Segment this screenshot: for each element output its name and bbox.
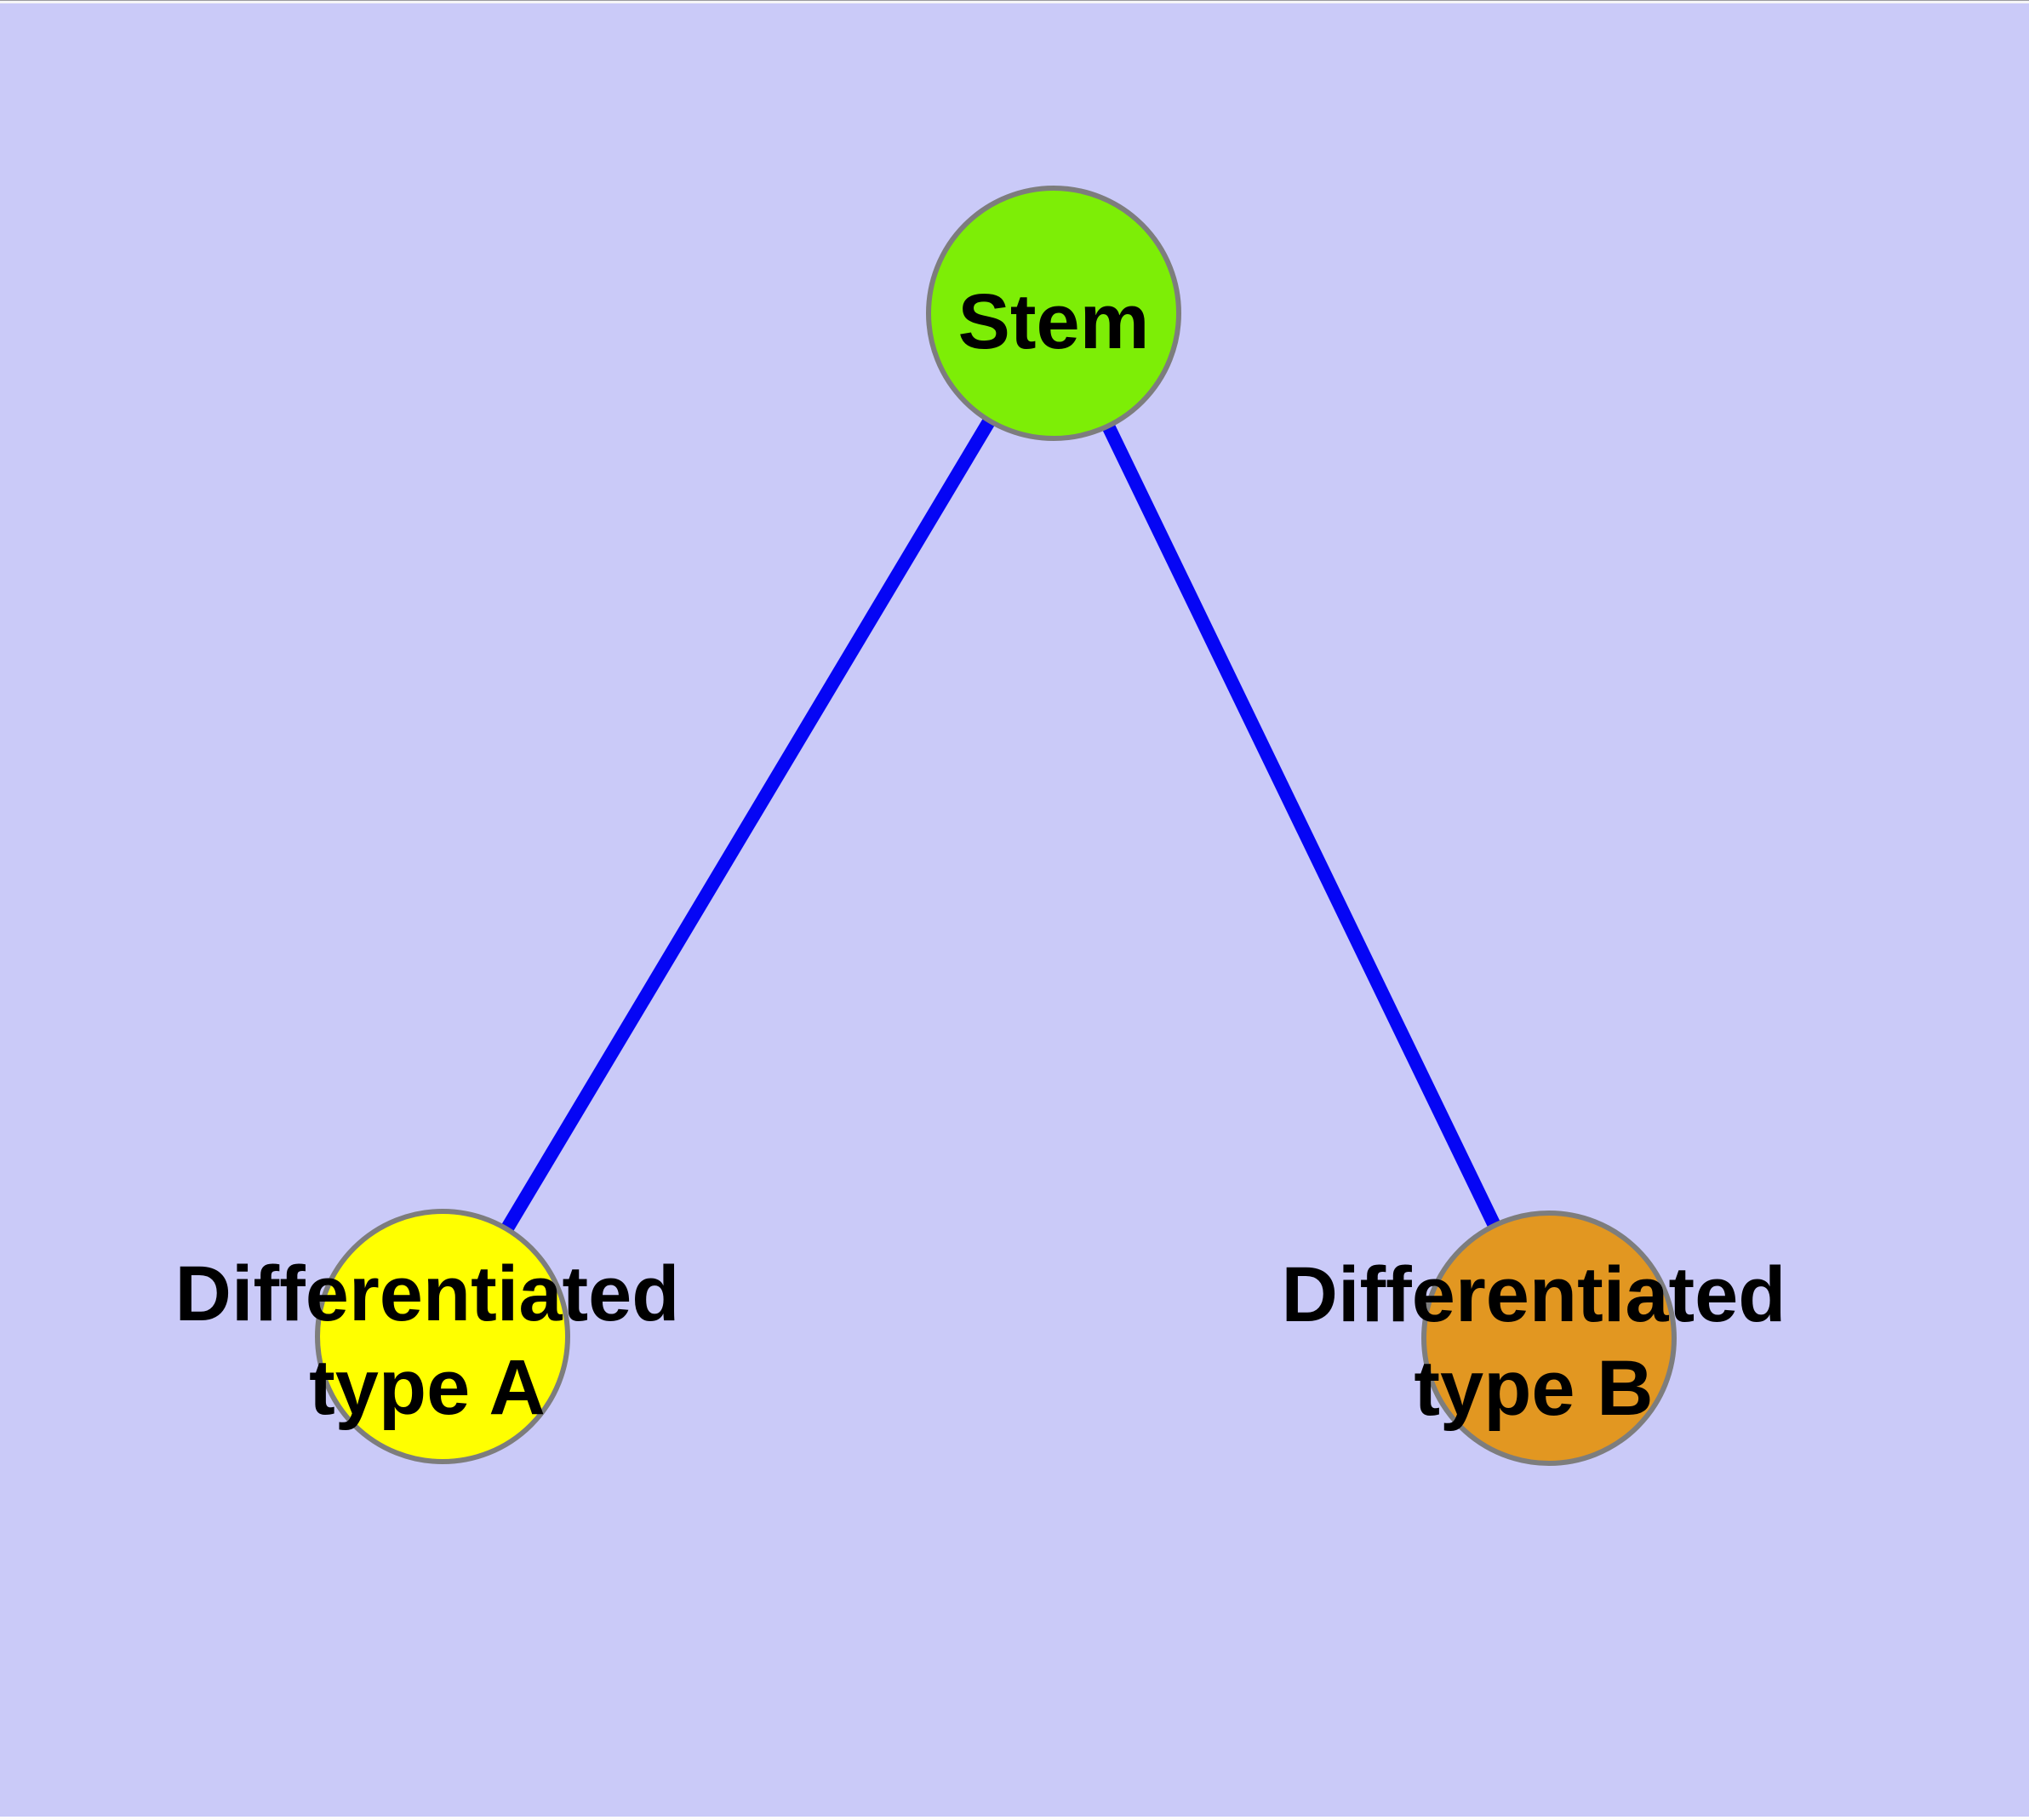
label-line: Differentiated [1281,1251,1786,1338]
node-stem-label: Stem [958,275,1150,369]
label-line: Differentiated [174,1251,680,1337]
node-stem [926,186,1181,441]
label-line: type B [1414,1345,1654,1432]
label-line: Stem [957,278,1150,365]
edge-stem-to-type-a [437,309,1060,1341]
label-line: type A [309,1344,546,1431]
node-differentiated-type-b-label: Differentiated type B [1282,1248,1786,1435]
window-top-edge [0,0,2029,3]
edge-stem-to-type-b [1047,310,1556,1342]
node-differentiated-type-a [315,1209,570,1464]
node-differentiated-type-b [1421,1210,1677,1466]
window-bottom-edge [0,1817,2029,1820]
node-differentiated-type-a-label: Differentiated type A [175,1247,680,1434]
